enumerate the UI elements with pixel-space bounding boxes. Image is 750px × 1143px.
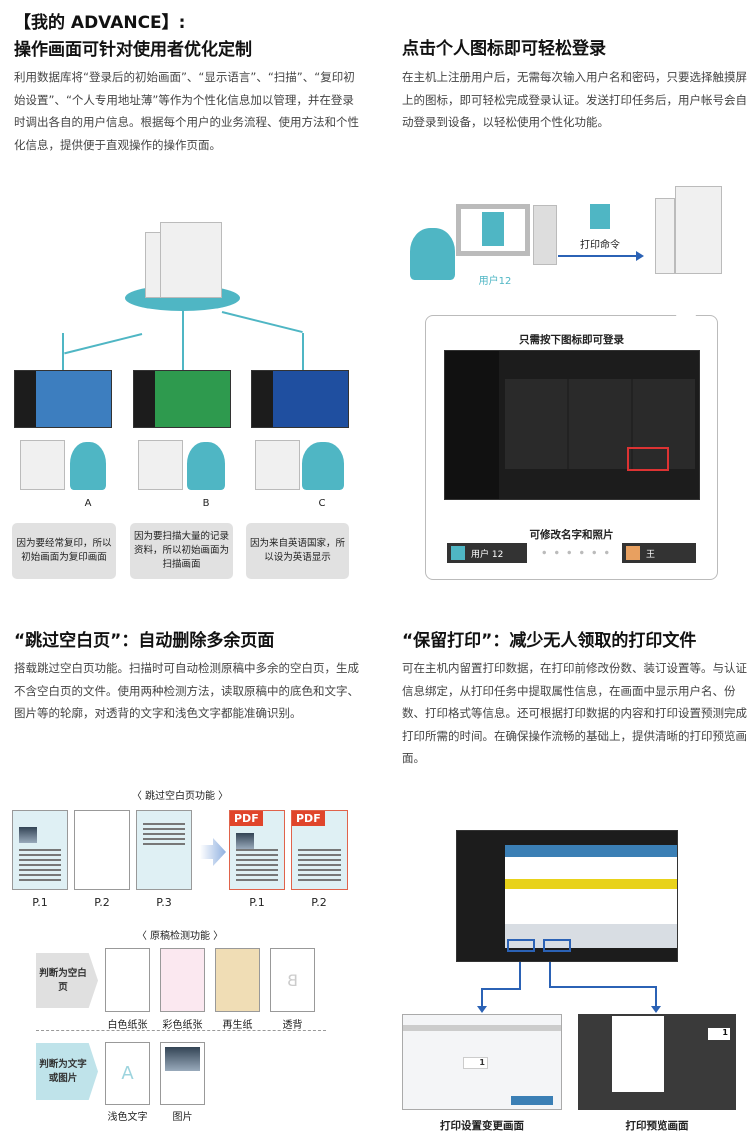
print-start-button[interactable]	[511, 1096, 553, 1105]
paper-label: 再生纸	[222, 1020, 253, 1031]
user-b-icon	[187, 442, 225, 490]
preview-button[interactable]	[543, 939, 571, 952]
paper-label: 白色纸张	[107, 1020, 148, 1031]
input-page	[12, 810, 68, 890]
section4-body: 可在主机内留置打印数据，在打印前修改份数、装订设置等。与认证信息绑定，从打印任务…	[402, 661, 747, 765]
user-button-after[interactable]: 王	[622, 543, 696, 563]
blank-judgment-label: 判断为空白页	[36, 953, 98, 1008]
user-c-icon	[302, 442, 344, 490]
login-screen	[444, 350, 700, 500]
print-command-label: 打印命令	[580, 240, 620, 251]
color-paper	[160, 948, 205, 1012]
user-note: 因为要扫描大量的记录资料，所以初始画面为扫描画面	[130, 523, 233, 579]
settings-caption: 打印设置变更画面	[440, 1120, 524, 1132]
user-name: 用户12	[478, 276, 512, 287]
recycled-paper	[215, 948, 260, 1012]
section4-title: “保留打印”：减少无人领取的打印文件	[402, 631, 697, 651]
user-button-before[interactable]: 用户 12	[447, 543, 527, 563]
connector	[64, 333, 143, 355]
paper-label: 彩色纸张	[162, 1020, 203, 1031]
user-icon	[410, 228, 455, 280]
page-label: P.3	[156, 896, 172, 909]
skip-blank-title: 〈 跳过空白页功能 〉	[131, 791, 229, 802]
page-label: P.1	[249, 896, 265, 909]
callout-title: 只需按下图标即可登录	[519, 334, 624, 346]
section2-body: 在主机上注册用户后，无需每次输入用户名和密码，只要选择触摸屏上的图标，即可轻松完…	[402, 70, 747, 129]
page-label: P.2	[311, 896, 327, 909]
print-settings-button[interactable]	[507, 939, 535, 952]
screen-english	[251, 370, 349, 428]
section3-body: 搭载跳过空白页功能。扫描时可自动检测原稿中多余的空白页，生成不含空白页的文件。使…	[14, 661, 359, 720]
show-through-paper: B	[270, 948, 315, 1012]
user-a-icon	[70, 442, 106, 490]
page-label: P.2	[94, 896, 110, 909]
connector	[182, 311, 184, 370]
user-note: 因为来自英语国家，所以设为英语显示	[246, 523, 349, 579]
pdf-tag: PDF	[230, 811, 263, 826]
user-label: B	[202, 498, 210, 509]
printer-icon	[20, 440, 65, 490]
preview-caption: 打印预览画面	[625, 1120, 689, 1132]
connector	[221, 311, 303, 334]
section3-title: “跳过空白页”：自动删除多余页面	[14, 631, 275, 651]
title-line1: 【我的 ADVANCE】:	[14, 13, 186, 33]
selected-job-row[interactable]	[505, 879, 677, 889]
selected-user-tile[interactable]	[627, 447, 669, 471]
image-page	[160, 1042, 205, 1105]
output-page: PDF	[291, 810, 348, 890]
section2-title: 点击个人图标即可轻松登录	[402, 39, 606, 59]
arrow-head-icon	[651, 1006, 661, 1013]
user-note: 因为要经常复印，所以初始画面为复印画面	[12, 523, 116, 579]
printer-icon	[675, 186, 722, 274]
light-text-page: A	[105, 1042, 150, 1105]
printer-icon	[138, 440, 183, 490]
edit-caption: 可修改名字和照片	[529, 529, 614, 541]
content-judgment-label: 判断为文字或图片	[36, 1043, 98, 1100]
mirrored-letter: B	[287, 970, 298, 990]
copies-field[interactable]: 1	[708, 1028, 730, 1040]
monitor-icon	[456, 204, 530, 256]
connector	[62, 333, 64, 370]
section1-title: 【我的 ADVANCE】: 操作画面可针对使用者优化定制	[14, 10, 252, 64]
detect-title: 〈 原稿检测功能 〉	[136, 931, 224, 942]
user-label: C	[318, 498, 326, 509]
connector	[302, 333, 304, 370]
output-page: PDF	[229, 810, 285, 890]
light-letter: A	[121, 1063, 134, 1084]
login-callout	[425, 315, 718, 580]
print-settings-screen: 1	[402, 1014, 562, 1110]
arrow-icon	[200, 838, 226, 866]
arrow	[558, 255, 638, 257]
print-preview-screen: 1	[578, 1014, 736, 1110]
page-type-label: 图片	[172, 1112, 193, 1123]
dots	[538, 550, 613, 555]
screen-copy	[14, 370, 112, 428]
screen-scan	[133, 370, 231, 428]
hold-print-screen	[456, 830, 678, 962]
finisher-icon	[655, 198, 675, 274]
callout-pointer	[676, 290, 696, 316]
user-name: 王	[646, 549, 656, 560]
finisher-icon	[145, 232, 161, 298]
copies-field[interactable]: 1	[463, 1057, 488, 1069]
printer-icon	[255, 440, 300, 490]
pc-tower-icon	[533, 205, 557, 265]
user-label: A	[84, 498, 92, 509]
arrow-head-icon	[636, 251, 644, 261]
pdf-tag: PDF	[292, 811, 325, 826]
page-label: P.1	[32, 896, 48, 909]
divider	[36, 1030, 326, 1031]
document-icon	[590, 204, 610, 229]
white-paper	[105, 948, 150, 1012]
arrow-head-icon	[477, 1006, 487, 1013]
input-page	[136, 810, 192, 890]
section1-body: 利用数据库将“登录后的初始画面”、“显示语言”、“扫描”、“复印初始设置”、“个…	[14, 70, 359, 152]
title-line2: 操作画面可针对使用者优化定制	[14, 40, 252, 60]
printer-icon	[160, 222, 222, 298]
user-name: 用户 12	[471, 549, 504, 560]
blank-page	[74, 810, 130, 890]
paper-label: 透背	[282, 1020, 303, 1031]
page-type-label: 浅色文字	[107, 1112, 148, 1123]
